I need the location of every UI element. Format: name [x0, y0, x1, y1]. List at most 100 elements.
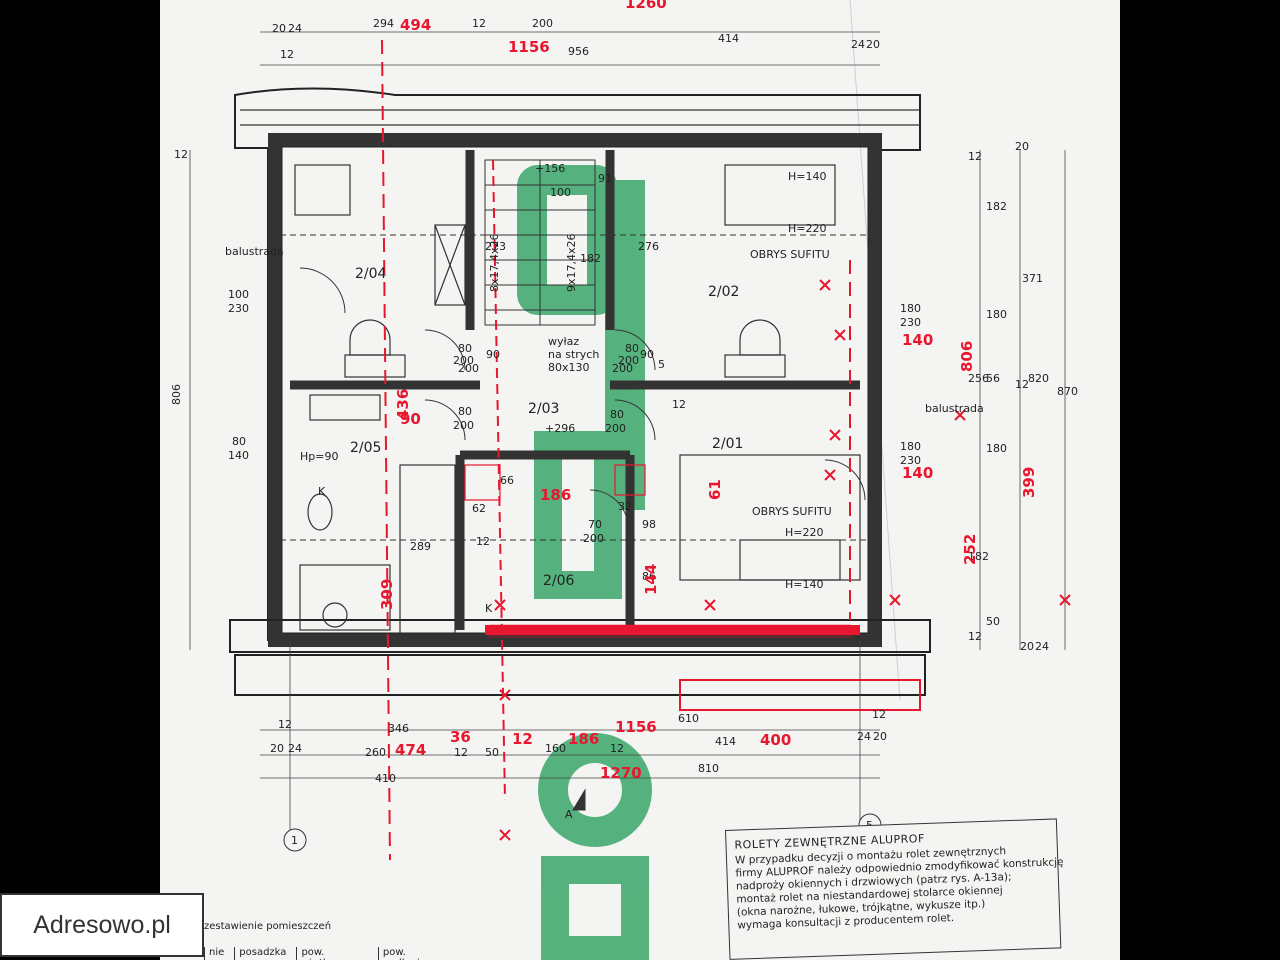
dim-right-4: 180 — [986, 308, 1007, 321]
label-wylaz: wyłaz — [548, 335, 579, 348]
red-806: 806 — [958, 341, 976, 372]
dim-bot-8: 12 — [610, 742, 624, 755]
label-balustrada-right: balustrada — [925, 402, 984, 415]
dim-right-5: 56 — [986, 372, 1000, 385]
dim-bot-1: 346 — [388, 722, 409, 735]
red-436: 436 — [394, 389, 412, 420]
label-obrys-top: OBRYS SUFITU — [750, 248, 830, 261]
watermark-text: Adresowo.pl — [33, 910, 171, 939]
red-61: 61 — [706, 479, 724, 500]
door-2-h: 140 — [228, 449, 249, 462]
dim-right-6: 256 — [968, 372, 989, 385]
dim-right-8: 820 — [1028, 372, 1049, 385]
dim-inner-12: 12 — [476, 535, 490, 548]
dim-bot-6: 50 — [485, 746, 499, 759]
dim-bot-3: 24 — [288, 742, 302, 755]
dim-inner-5: 90 — [486, 348, 500, 361]
dim-top-7: 20 — [866, 38, 880, 51]
dim-inner-15: 98 — [642, 518, 656, 531]
door-4-h: 200 — [618, 354, 639, 367]
floor-plan-drawing — [160, 0, 1120, 960]
room-table-col-1: nie — [204, 947, 224, 960]
dim-top-8: 12 — [280, 48, 294, 61]
dim-bot-4: 260 — [365, 746, 386, 759]
floor-plan-photo: 2/04 2/02 2/05 2/03 2/01 2/06 balustrada… — [160, 0, 1120, 960]
dim-top-3: 12 — [472, 17, 486, 30]
red-399: 399 — [1020, 467, 1038, 498]
dim-top-4: 200 — [532, 17, 553, 30]
red-1156-bot: 1156 — [615, 718, 657, 736]
label-na-strych: na strych — [548, 348, 599, 361]
section-a: A — [565, 808, 573, 821]
label-h220-top: H=220 — [788, 222, 826, 235]
red-474: 474 — [395, 741, 426, 759]
red-309: 309 — [378, 579, 396, 610]
label-k1: K — [318, 485, 326, 498]
dim-inner-17: 200 — [612, 362, 633, 375]
red-12: 12 — [512, 730, 533, 748]
dim-top-6: 24 — [851, 38, 865, 51]
roof-edge — [240, 109, 920, 126]
red-186-bot: 186 — [568, 730, 599, 748]
roller-blinds-note: ROLETY ZEWNĘTRZNE ALUPROF W przypadku de… — [725, 818, 1064, 960]
fixtures — [294, 164, 861, 636]
dim-bot-14: 410 — [375, 772, 396, 785]
door-6-w: 80 — [610, 408, 624, 421]
door-5-h: 200 — [453, 419, 474, 432]
label-h140-bottom: H=140 — [785, 578, 823, 591]
dim-bot-0: 12 — [278, 718, 292, 731]
dim-left-0: 12 — [174, 148, 188, 161]
dim-bot-12: 24 — [857, 730, 871, 743]
dim-inner-10: 32 — [618, 500, 632, 513]
red-1270: 1270 — [600, 764, 642, 782]
room-table-title: zestawienie pomieszczeń — [204, 921, 332, 932]
red-400: 400 — [760, 731, 791, 749]
label-hp: Hp=90 — [300, 450, 338, 463]
room-2-05: 2/05 — [350, 440, 381, 456]
dim-inner-8: 12 — [672, 398, 686, 411]
dim-inner-4: 182 — [580, 252, 601, 265]
door-3-h: 200 — [453, 354, 474, 367]
red-36: 36 — [450, 728, 471, 746]
door-8-w: 180 — [900, 440, 921, 453]
door-2-w: 80 — [232, 435, 246, 448]
dim-bot-13: 20 — [873, 730, 887, 743]
door-9-h: 200 — [583, 532, 604, 545]
interior-walls — [290, 150, 860, 635]
room-table-col-4: pow. podłogi — [377, 947, 440, 960]
dim-inner-0: 273 — [485, 240, 506, 253]
room-2-03: 2/03 — [528, 401, 559, 417]
red-1156-top: 1156 — [508, 38, 550, 56]
room-table-col-3: pow. użytkowa — [296, 947, 367, 960]
dim-inner-14: 86 — [642, 570, 656, 583]
red-1260: 1260 — [625, 0, 667, 12]
label-obrys-bottom: OBRYS SUFITU — [752, 505, 832, 518]
dim-top-0: 20 — [272, 22, 286, 35]
dim-right-0: 12 — [968, 150, 982, 163]
plan-text-layer: 2/04 2/02 2/05 2/03 2/01 2/06 balustrada… — [170, 0, 1078, 847]
dim-bot-9: 414 — [715, 735, 736, 748]
dim-inner-11: 66 — [500, 474, 514, 487]
dim-right-2: 182 — [986, 200, 1007, 213]
dim-inner-3: 91 — [598, 172, 612, 185]
dim-inner-16: 200 — [458, 362, 479, 375]
room-schedule-table: zestawienie pomieszczeń nie posadzka pow… — [190, 905, 440, 960]
door-1-h: 230 — [228, 302, 249, 315]
site-watermark[interactable]: Adresowo.pl — [0, 893, 204, 957]
room-table-col-2: posadzka — [234, 947, 286, 960]
door-8-h: 230 — [900, 454, 921, 467]
dimension-lines — [189, 31, 1066, 830]
dim-inner-1: 276 — [638, 240, 659, 253]
dim-inner-6: 90 — [640, 348, 654, 361]
room-table-columns: nie posadzka pow. użytkowa pow. podłogi — [204, 947, 440, 960]
red-140-top: 140 — [902, 331, 933, 349]
label-h140-top: H=140 — [788, 170, 826, 183]
red-144: 144 — [642, 564, 660, 595]
dim-bot-5: 12 — [454, 746, 468, 759]
room-2-01: 2/01 — [712, 436, 743, 452]
room-2-06: 2/06 — [543, 573, 575, 589]
label-balustrada-left: balustrada — [225, 245, 284, 258]
label-h220-bottom: H=220 — [785, 526, 823, 539]
dim-left-1: 806 — [170, 384, 183, 405]
dim-right-12: 12 — [968, 630, 982, 643]
